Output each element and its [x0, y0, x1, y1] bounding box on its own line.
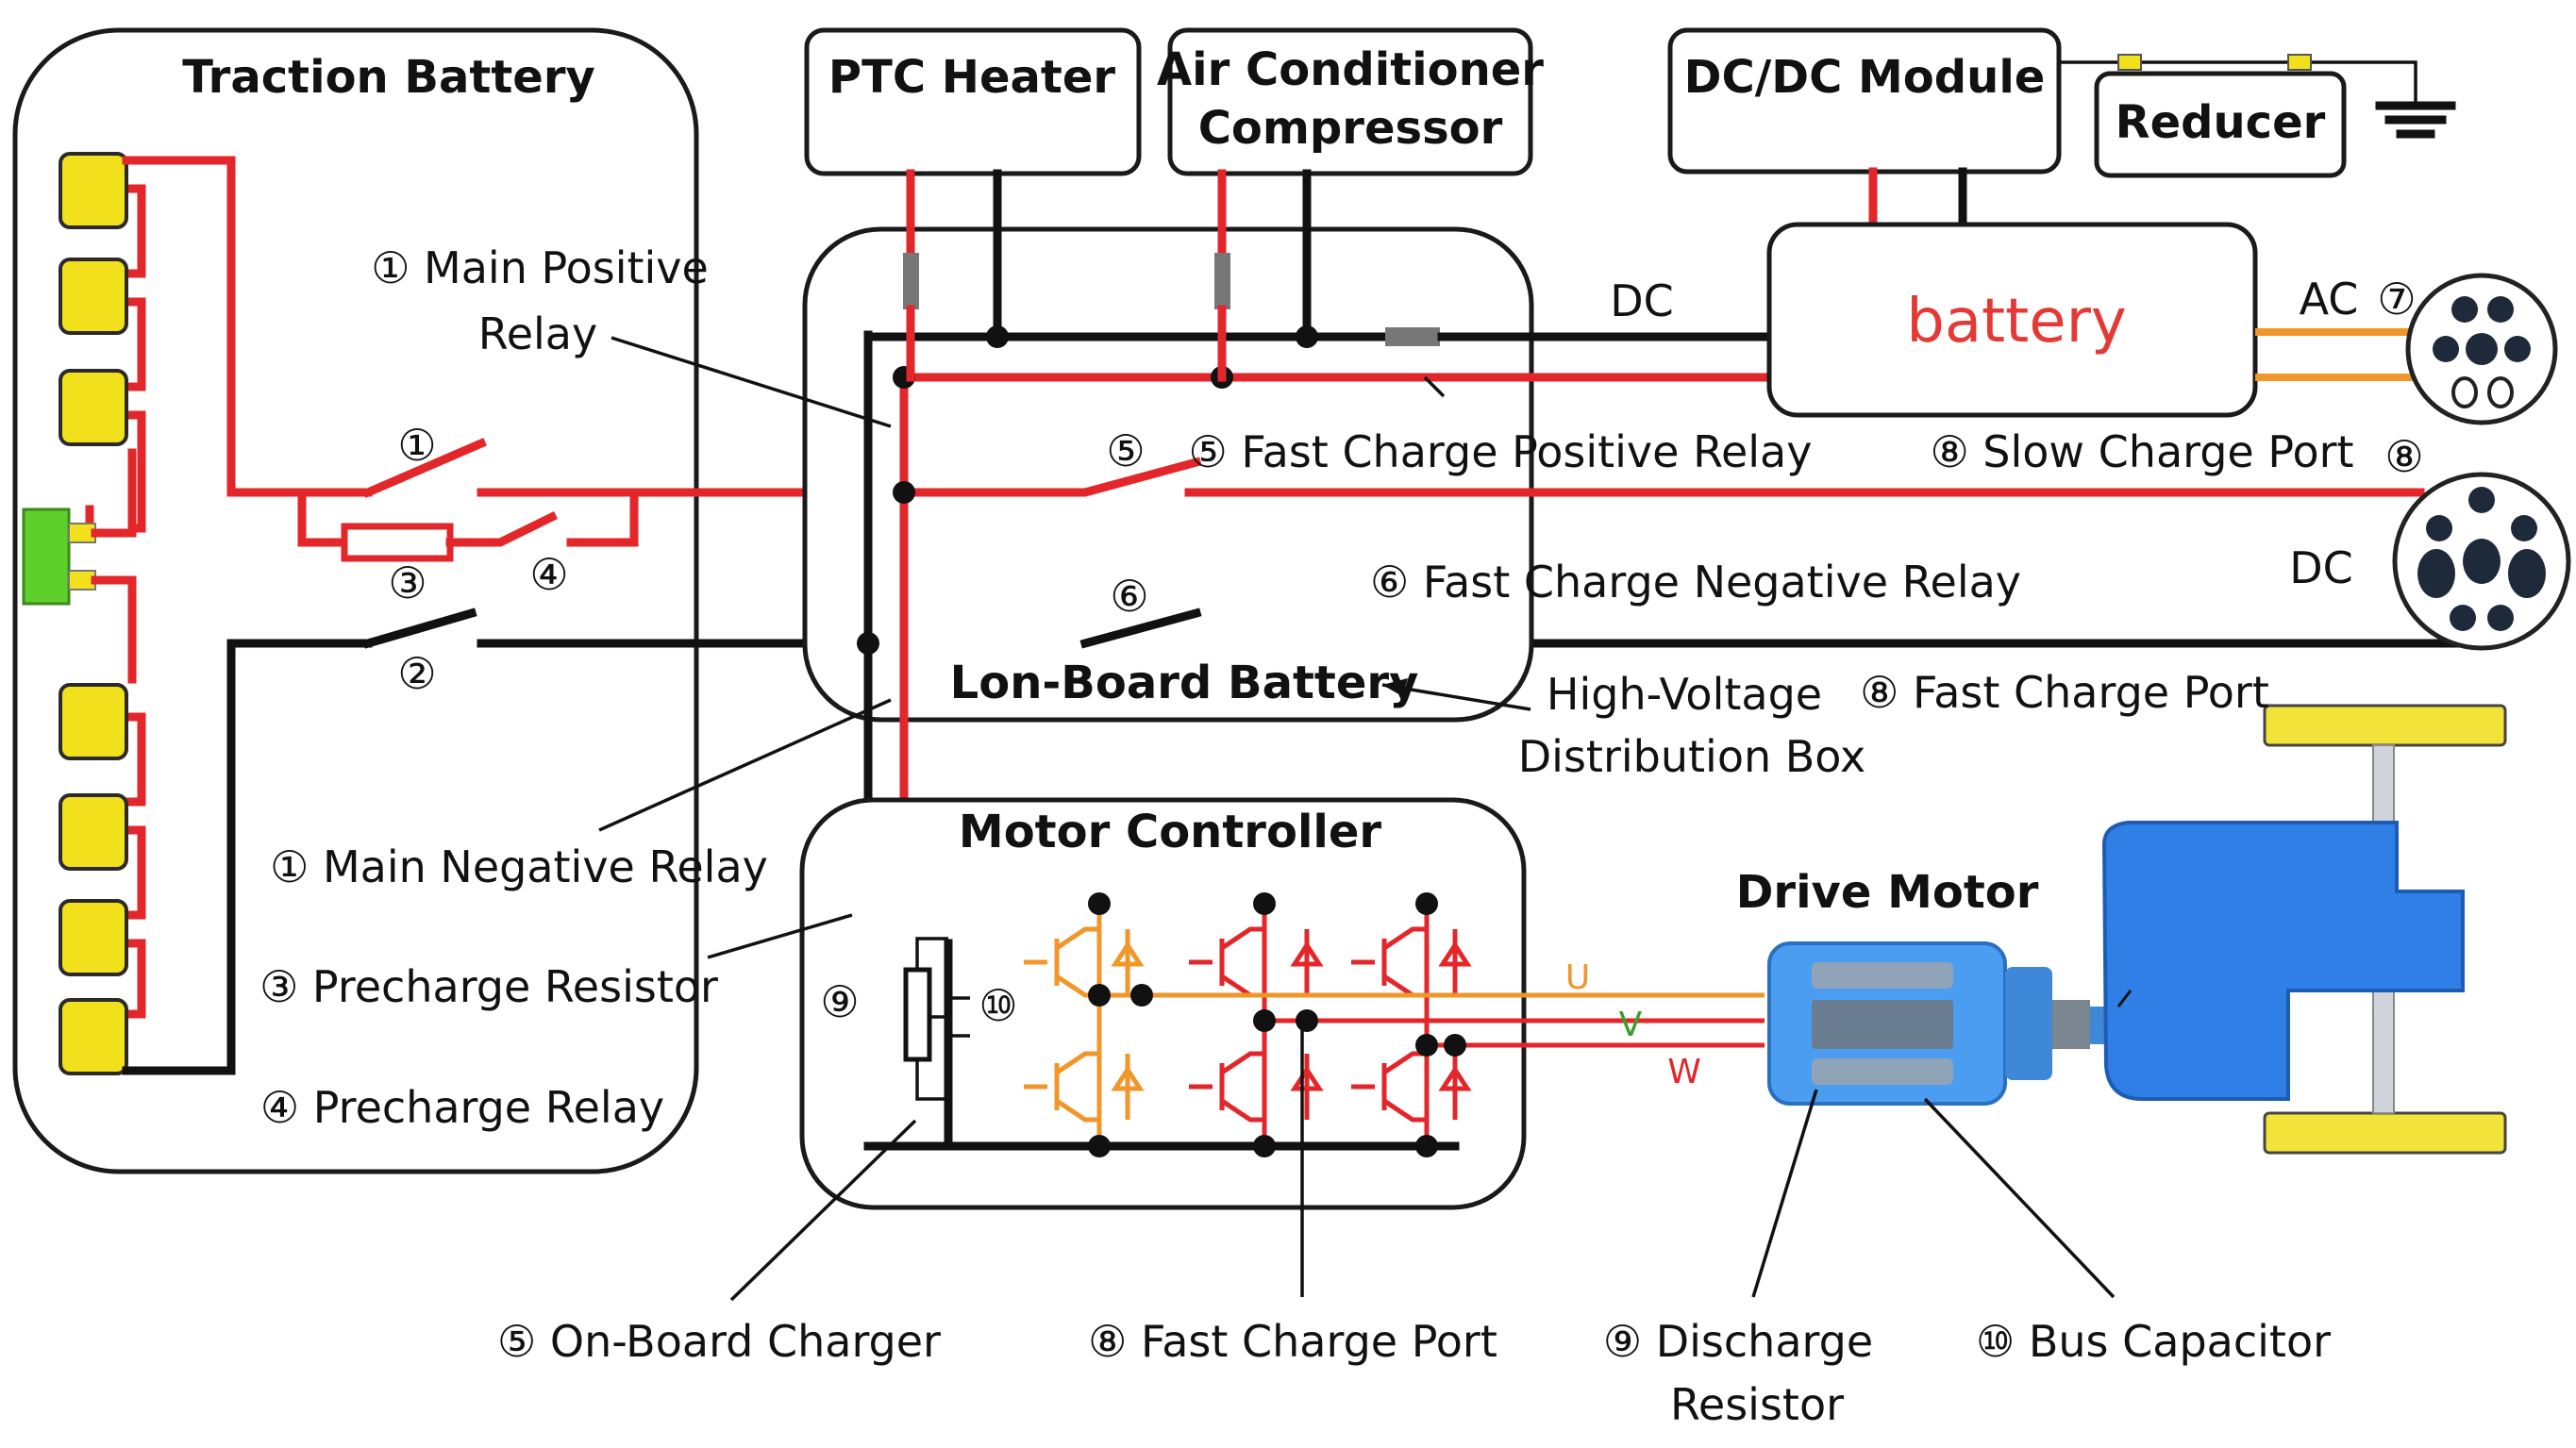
slow-charge-port-icon	[2405, 273, 2558, 425]
precharge-relay-label: ④ Precharge Relay	[260, 1082, 664, 1133]
reducer: Reducer	[2094, 71, 2347, 178]
discharge-resistor-label-2: Resistor	[1670, 1379, 1844, 1430]
fast-charge-port-label-right: ⑧ Fast Charge Port	[1860, 667, 2269, 718]
dc-label-right: DC	[2289, 542, 2353, 593]
traction-battery-title: Traction Battery	[182, 51, 595, 104]
ground-icon	[2375, 101, 2456, 139]
motor-controller: Motor Controller ⑨ ⑩	[799, 797, 1765, 1210]
battery-cell	[59, 152, 128, 229]
relay-2-number: ②	[397, 648, 436, 699]
battery-cell	[59, 258, 128, 335]
callout-leaders	[598, 336, 2116, 1302]
battery-terminal	[22, 508, 71, 606]
discharge-resistor-label-1: ⑨ Discharge	[1603, 1316, 1873, 1367]
on-board-charger: battery	[1766, 222, 2414, 418]
dc-label-top: DC	[1610, 275, 1674, 326]
battery-cell	[59, 369, 128, 446]
ac-label: AC	[2300, 274, 2359, 325]
bus-capacitor-label: ⑩ Bus Capacitor	[1976, 1316, 2331, 1367]
dcdc-module: DC/DC Module	[1667, 27, 2456, 229]
main-positive-relay-label-2: Relay	[478, 308, 597, 359]
reducer-title: Reducer	[2116, 96, 2326, 149]
ac-compressor-line2: Compressor	[1198, 102, 1503, 155]
obc-overlay-text: battery	[1906, 287, 2127, 357]
phase-w-label: W	[1667, 1053, 1701, 1091]
relay-5-number: ⑤	[1106, 425, 1145, 476]
battery-cell	[59, 793, 128, 871]
battery-cell	[59, 683, 128, 760]
precharge-resistor	[341, 523, 454, 562]
battery-cell	[59, 998, 128, 1075]
drive-motor-icon	[1767, 941, 2128, 1106]
slow-charge-port-label: ⑧ Slow Charge Port	[1930, 426, 2353, 477]
on-board-charger-label: ⑤ On-Board Charger	[497, 1316, 941, 1367]
ac-compressor-line1: Air Conditioner	[1157, 43, 1544, 96]
drive-motor-title: Drive Motor	[1736, 866, 2039, 919]
igbt-leg-w	[1351, 904, 1472, 1146]
precharge-resistor-label: ③ Precharge Resistor	[259, 961, 718, 1012]
relay-4-number: ④	[529, 549, 568, 600]
dcdc-module-title: DC/DC Module	[1684, 51, 2046, 104]
main-negative-relay-label: ① Main Negative Relay	[270, 841, 768, 892]
fuse	[1385, 327, 1440, 346]
num-10-label: ⑩	[979, 980, 1017, 1031]
fast-charge-port-icon	[2392, 472, 2571, 651]
phase-v-label: V	[1619, 1006, 1643, 1044]
fast-charge-negative-relay-label: ⑥ Fast Charge Negative Relay	[1370, 557, 2021, 607]
igbt-leg-u	[1024, 904, 1145, 1146]
num-7-label: ⑦	[2377, 274, 2416, 325]
main-positive-relay-label-1: ① Main Positive	[371, 242, 709, 293]
phase-u-label: U	[1565, 958, 1590, 997]
battery-cell	[59, 899, 128, 976]
relay-6-number: ⑥	[1110, 571, 1148, 622]
cell-series-links	[85, 184, 146, 1019]
relay-1-number: ①	[397, 420, 436, 471]
num-9-label: ⑨	[820, 976, 859, 1027]
ptc-heater: PTC Heater	[804, 27, 1142, 382]
hv-distribution-box-label-2: Distribution Box	[1518, 731, 1866, 782]
fast-charge-positive-relay-label: ⑤ Fast Charge Positive Relay	[1189, 426, 1813, 477]
ptc-heater-title: PTC Heater	[828, 51, 1115, 104]
ac-compressor: Air Conditioner Compressor	[1157, 27, 1544, 382]
num-8-label: ⑧	[2384, 431, 2423, 482]
hv-distribution-box-label-1: High-Voltage	[1547, 669, 1822, 720]
fast-charge-port-label-bottom: ⑧ Fast Charge Port	[1088, 1316, 1497, 1367]
relay-3-number: ③	[388, 558, 427, 608]
hv-distribution-box: ⑤ ⑥ Lon-Board Battery	[802, 226, 2425, 1151]
traction-battery-box: Traction Battery	[12, 27, 699, 1174]
hv-box-inner-label: Lon-Board Battery	[950, 657, 1419, 709]
motor-controller-title: Motor Controller	[959, 806, 1381, 858]
vehicle-drivetrain-icon	[2101, 704, 2507, 1155]
